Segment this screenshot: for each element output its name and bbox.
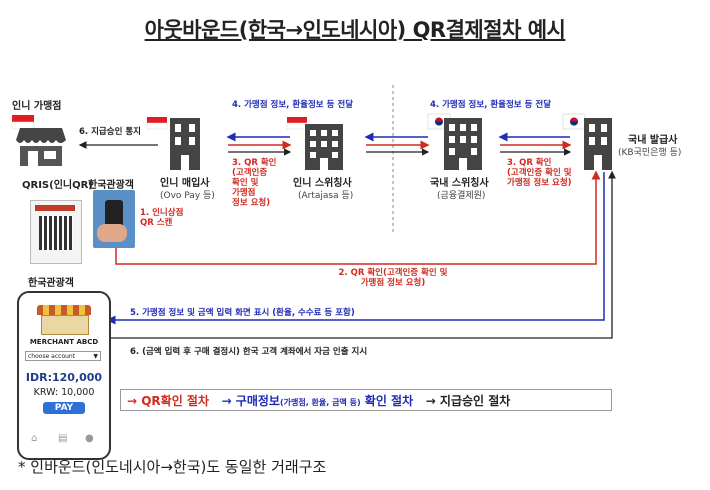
switch-kr-sub-label: (금융결제원) <box>437 191 486 201</box>
merchant-name: MERCHANT ABCD <box>29 338 99 346</box>
idr-amount: IDR:120,000 <box>25 371 103 384</box>
step-3b-label: 3. QR 확인 (고객인증 확인 및 가맹점 정보 요청) <box>507 158 572 188</box>
arrow-6-black <box>108 170 616 339</box>
menu-icon[interactable]: ▤ <box>58 433 68 444</box>
account-select[interactable]: choose account ▼ <box>25 351 101 361</box>
korea-flag-icon <box>562 113 586 130</box>
merchant-store-icon <box>41 315 89 335</box>
merchant-label: 인니 가맹점 <box>12 101 62 112</box>
step-5-label: 5. 가맹점 정보 및 금액 입력 화면 표시 (환율, 수수료 등 포함) <box>130 308 355 318</box>
phone-scan-photo <box>93 190 135 248</box>
account-select-value: choose account <box>28 353 76 360</box>
issuer-label: 국내 발급사 <box>628 135 678 146</box>
profile-icon[interactable]: ● <box>85 433 94 444</box>
tourist-top-label: 한국관광객 <box>88 180 134 191</box>
legend-purchase-info-end: 확인 절차 <box>360 394 414 408</box>
tourist-phone-label: 한국관광객 <box>28 278 74 289</box>
step-1-label: 1. 인니상점 QR 스캔 <box>140 208 184 228</box>
switch-kr-label: 국내 스위칭사 <box>430 178 489 189</box>
legend-box: → QR확인 절차 → 구매정보(가맹점, 환율, 금액 등) 확인 절차 → … <box>120 389 612 411</box>
arrow-5-blue <box>106 172 605 325</box>
legend-qr-check: → QR확인 절차 <box>127 394 210 408</box>
step-4a-label: 4. 가맹점 정보, 환율정보 등 전달 <box>232 100 354 110</box>
issuer-sub-label: (KB국민은행 등) <box>618 148 682 158</box>
store-icon <box>16 128 66 166</box>
legend-purchase-info-detail: (가맹점, 환율, 금액 등) <box>279 398 361 407</box>
phone-mockup: MERCHANT ABCD choose account ▼ IDR:120,0… <box>17 291 111 460</box>
step-2-label: 2. QR 확인(고객인증 확인 및 가맹점 정보 요청) <box>338 268 448 288</box>
indonesia-flag-icon <box>286 117 308 130</box>
acquirer-label: 인니 매입사 <box>160 178 210 189</box>
home-icon[interactable]: ⌂ <box>31 433 38 444</box>
switch-id-sub-label: (Artajasa 등) <box>298 191 354 201</box>
switch-kr-building-icon <box>444 118 482 170</box>
legend-purchase-info: → 구매정보 <box>221 394 280 408</box>
step-6-notify-label: 6. 지급승인 통지 <box>79 127 141 137</box>
chevron-down-icon: ▼ <box>93 353 98 360</box>
acquirer-building-icon <box>170 118 200 170</box>
arrow-2-red <box>115 170 601 265</box>
qris-label: QRIS(인니QR) <box>22 180 93 191</box>
merchant-awning <box>37 305 91 315</box>
pay-button[interactable]: PAY <box>43 402 85 414</box>
step-3a-label: 3. QR 확인 (고객인증 확인 및 가맹점 정보 요청) <box>232 158 277 208</box>
legend-payment-approval: → 지급승인 절차 <box>425 394 511 408</box>
step-4b-label: 4. 가맹점 정보, 환율정보 등 전달 <box>430 100 552 110</box>
krw-amount: KRW: 10,000 <box>33 387 95 398</box>
page-title: 아웃바운드(한국→인도네시아) QR결제절차 예시 <box>144 18 566 42</box>
switch-id-building-icon <box>305 124 343 170</box>
qris-code-image <box>30 200 82 264</box>
step-6-label: 6. (금액 입력 후 구매 결정시) 한국 고객 계좌에서 자금 인출 지시 <box>130 347 368 357</box>
issuer-building-icon <box>584 118 612 170</box>
indonesia-flag-icon <box>146 117 168 130</box>
acquirer-sub-label: (Ovo Pay 등) <box>160 191 215 201</box>
footnote: * 인바운드(인도네시아→한국)도 동일한 거래구조 <box>18 458 327 476</box>
switch-id-label: 인니 스위칭사 <box>293 178 352 189</box>
indonesia-flag-icon <box>11 115 35 130</box>
